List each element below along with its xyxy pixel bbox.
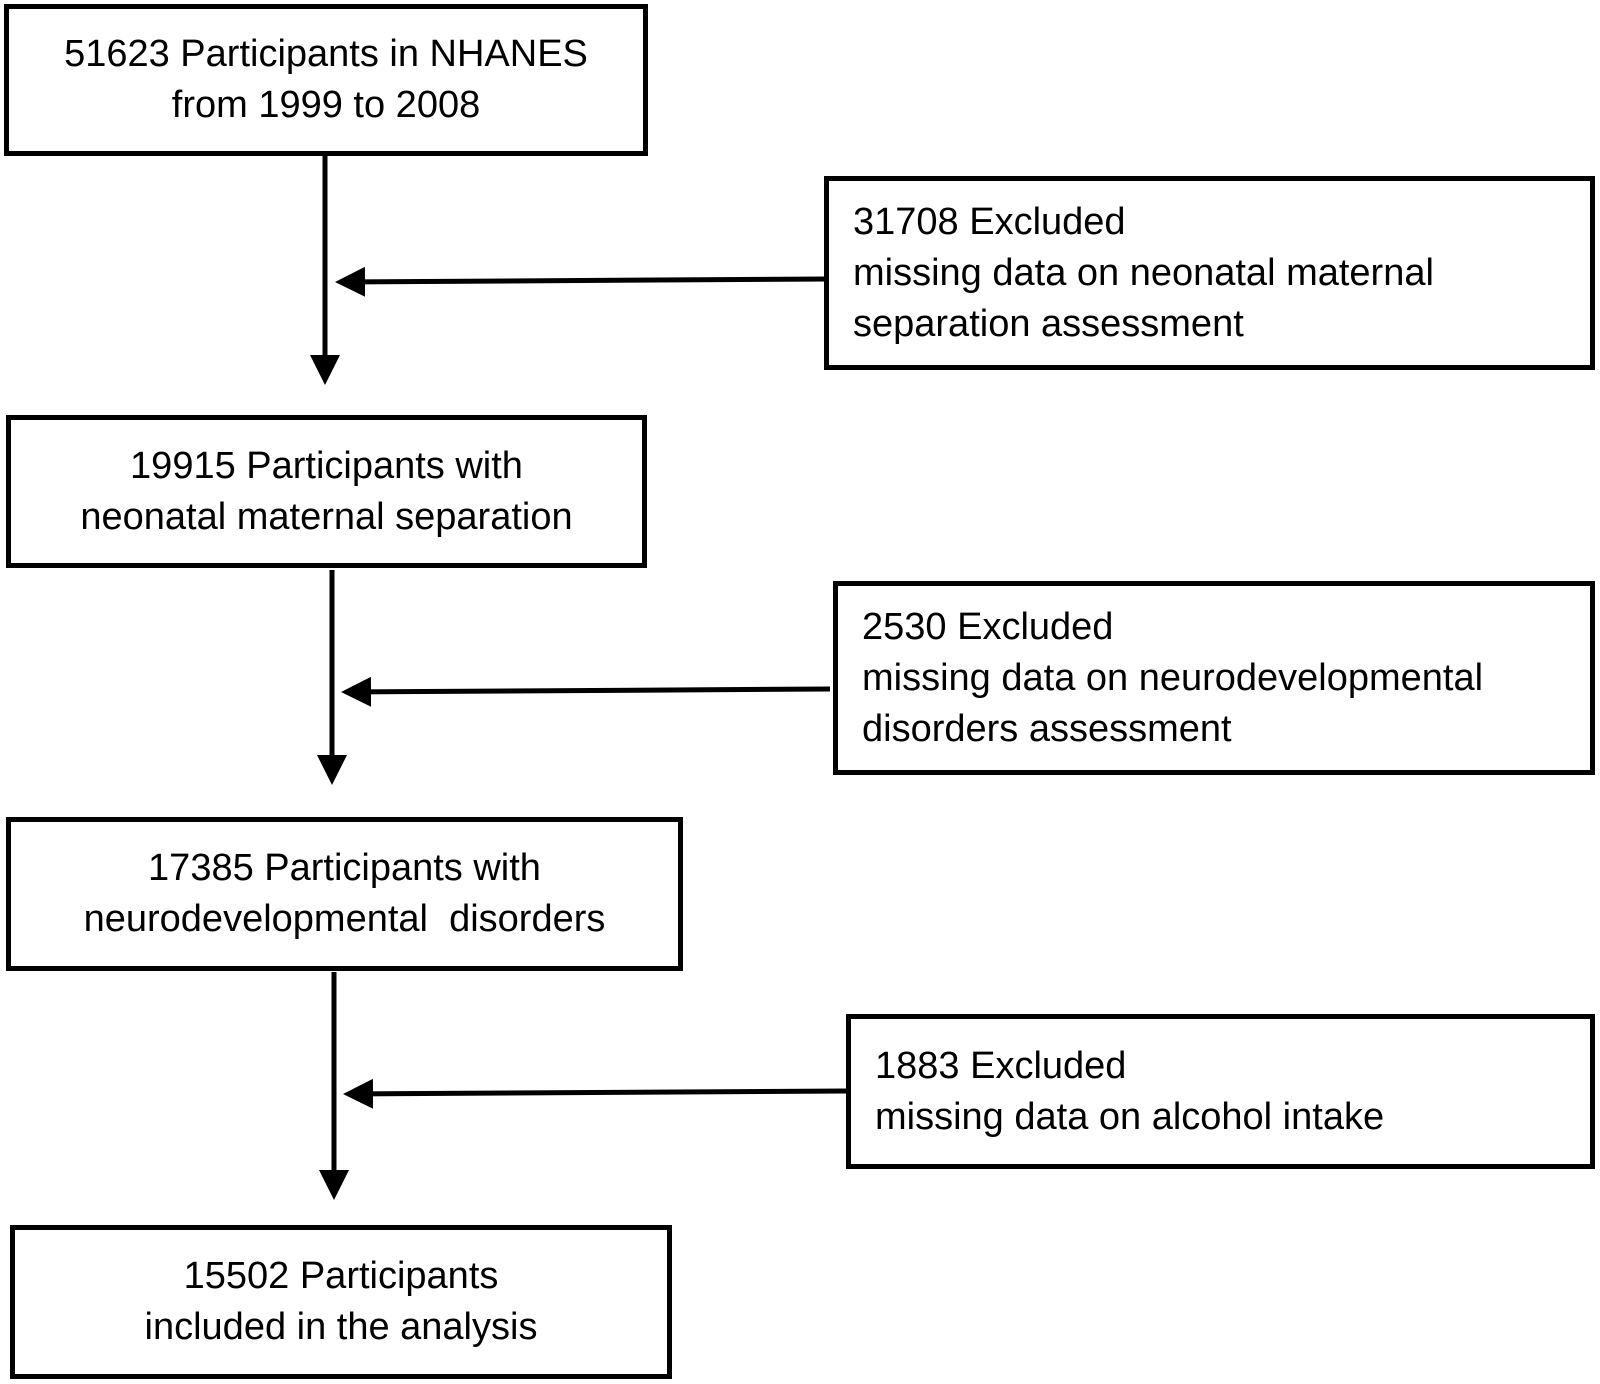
step-3-line-2: neurodevelopmental disorders [83,898,606,940]
exclusion-1-line-2: missing data on neonatal maternal [853,251,1434,294]
exclusion-box-neurodevelopmental: 2530 Excluded missing data on neurodevel… [833,581,1595,775]
step-4-line-2: included in the analysis [144,1306,538,1348]
step-2-line-2: neonatal maternal separation [80,495,573,538]
step-2-line-1: 19915 Participants with [130,444,523,487]
step-3-line-1: 17385 Participants with [148,847,541,889]
arrow-exclusion-3 [343,1078,847,1109]
exclusion-2-line-3: disorders assessment [862,707,1232,750]
exclusion-3-line-1: 1883 Excluded [875,1044,1127,1087]
arrow-exclusion-2 [341,676,831,707]
exclusion-1-line-3: separation assessment [853,302,1244,345]
exclusion-1-line-1: 31708 Excluded [853,200,1126,243]
exclusion-box-alcohol-intake: 1883 Excluded missing data on alcohol in… [846,1014,1595,1169]
step-box-final-analysis: 15502 Participants included in the analy… [10,1225,672,1379]
step-1-line-2: from 1999 to 2008 [171,84,481,126]
exclusion-2-line-1: 2530 Excluded [862,605,1114,648]
step-box-maternal-separation: 19915 Participants with neonatal materna… [6,415,647,568]
exclusion-3-line-2: missing data on alcohol intake [875,1095,1385,1138]
exclusion-2-line-2: missing data on neurodevelopmental [862,656,1484,699]
step-1-line-1: 51623 Participants in NHANES [64,33,588,75]
step-4-line-1: 15502 Participants [183,1255,499,1297]
arrow-exclusion-1 [335,266,827,297]
exclusion-box-maternal-separation: 31708 Excluded missing data on neonatal … [824,176,1595,370]
step-box-total-participants: 51623 Participants in NHANES from 1999 t… [4,4,648,156]
step-box-neurodevelopmental: 17385 Participants with neurodevelopment… [6,817,683,971]
